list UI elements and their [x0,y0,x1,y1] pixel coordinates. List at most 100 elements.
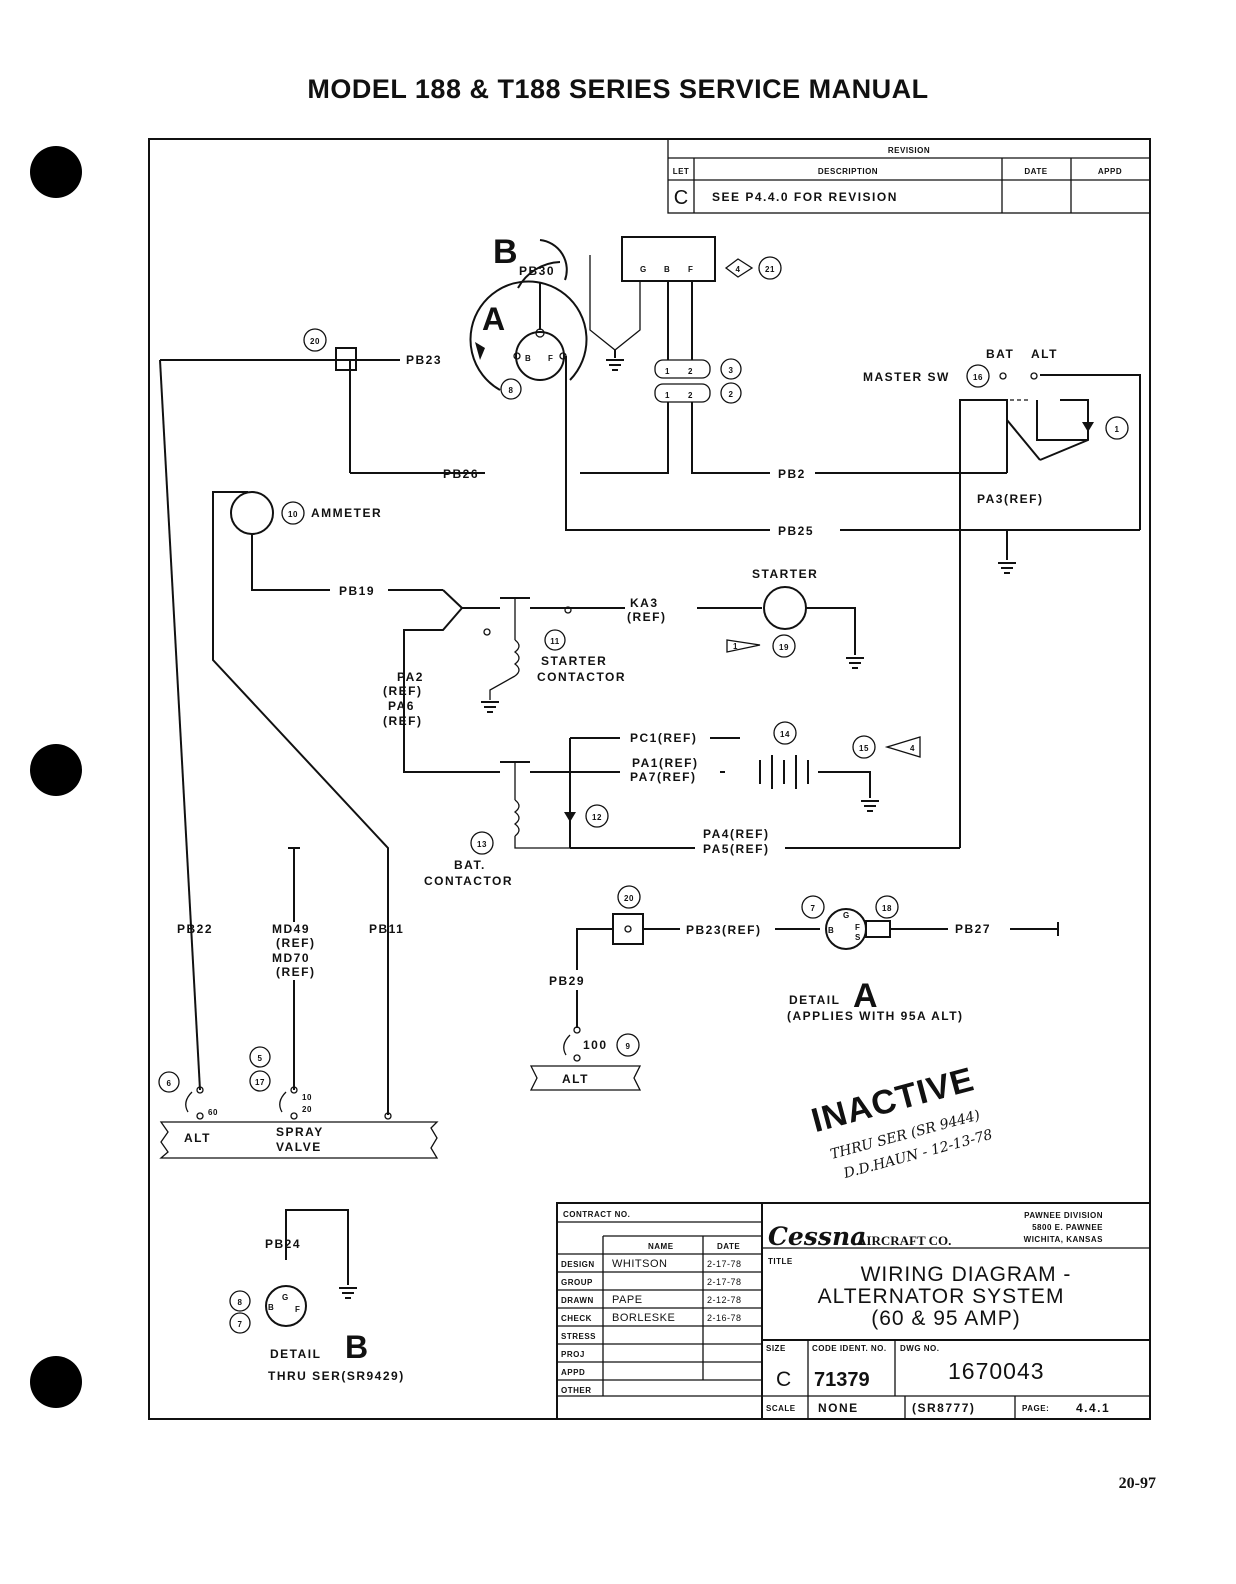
revision-col-let: LET [673,167,690,176]
title-block-date: 2-17-78 [707,1277,742,1287]
detail-a-letter: A [853,977,878,1015]
wire-pb29: PB29 [549,974,585,988]
callout-13 [470,831,494,855]
wire-md70-ref: (REF) [276,965,316,979]
svg-text:21: 21 [765,265,775,274]
punch-hole [30,744,82,796]
dwg-value: 1670043 [948,1358,1045,1384]
svg-text:B: B [828,926,834,935]
svg-text:7: 7 [811,904,816,913]
callout-14 [773,721,797,745]
wire-pb22: PB22 [177,922,213,936]
panel-spray-label-1: SPRAY [276,1125,324,1139]
title-block-role: DESIGN [561,1260,595,1269]
svg-text:1: 1 [665,391,670,400]
svg-text:20: 20 [624,894,634,903]
contract-no-label: CONTRACT NO. [563,1210,630,1219]
callout-17 [249,1070,271,1092]
svg-text:B: B [525,354,531,363]
title-block [556,1202,1151,1420]
division-3: WICHITA, KANSAS [1024,1235,1104,1244]
svg-text:F: F [548,354,553,363]
title-block-role: APPD [561,1368,585,1377]
revision-heading: REVISION [888,146,930,155]
callout-1 [1105,416,1129,440]
svg-text:F: F [295,1305,300,1314]
revision-letter: C [674,187,688,209]
drawing-title-3: (60 & 95 AMP) [871,1307,1021,1330]
wire-pa1: PA1(REF) [632,756,698,770]
code-label: CODE IDENT. NO. [812,1344,887,1353]
breaker-10-value: 10 [302,1093,312,1102]
code-value: 71379 [814,1369,870,1391]
wire-pa5: PA5(REF) [703,842,769,856]
wire-md49-ref: (REF) [276,936,316,950]
svg-text:2: 2 [688,367,693,376]
svg-text:10: 10 [288,510,298,519]
detail-b-label: DETAIL [270,1347,321,1361]
svg-text:B: B [664,265,670,274]
master-sw-alt: ALT [1031,347,1058,361]
inactive-stamp: INACTIVE THRU SER (SR 9444) D.D.HAUN - 1… [808,1060,995,1182]
dwg-label: DWG NO. [900,1344,940,1353]
svg-text:16: 16 [973,373,983,382]
master-sw-label: MASTER SW [863,370,950,384]
title-block-date: 2-17-78 [707,1259,742,1269]
svg-text:S: S [855,933,861,942]
wire-pb30: PB30 [519,264,555,278]
svg-text:17: 17 [255,1078,265,1087]
callout-12 [585,804,609,828]
starter-contactor-label-1: STARTER [541,654,607,668]
breaker-alt-value: 100 [583,1038,608,1052]
svg-text:19: 19 [779,643,789,652]
svg-text:12: 12 [592,813,602,822]
scale-label: SCALE [766,1404,796,1413]
drawing-title-2: ALTERNATOR SYSTEM [818,1285,1065,1308]
detail-a-marker: A [482,301,505,337]
title-block-date: 2-12-78 [707,1295,742,1305]
page-title: MODEL 188 & T188 SERIES SERVICE MANUAL [307,74,929,104]
bat-contactor-label-2: CONTACTOR [424,874,513,888]
title-block-role: PROJ [561,1350,585,1359]
svg-text:3: 3 [729,366,734,375]
col-date: DATE [717,1242,740,1251]
svg-text:2: 2 [688,391,693,400]
detail-a-note: (APPLIES WITH 95A ALT) [787,1009,964,1023]
svg-text:14: 14 [780,730,790,739]
company-logo: Cessna [768,1222,866,1251]
title-block-role: GROUP [561,1278,593,1287]
callout-8 [500,378,522,400]
callout-9 [616,1033,640,1057]
panel-spray-label-2: VALVE [276,1140,322,1154]
master-sw-bat: BAT [986,347,1014,361]
callout-4 [724,258,754,278]
detail-b-marker: B [493,233,518,271]
svg-text:1: 1 [665,367,670,376]
callout-6 [158,1071,180,1093]
title-block-role: CHECK [561,1314,592,1323]
revision-col-date: DATE [1024,167,1047,176]
title-block-role: STRESS [561,1332,596,1341]
callout-15 [852,735,876,759]
company-suffix: AIRCRAFT CO. [857,1233,951,1248]
starter-contactor-label-2: CONTACTOR [537,670,626,684]
svg-text:1: 1 [1115,425,1120,434]
svg-text:18: 18 [882,904,892,913]
wire-pb24: PB24 [265,1237,301,1251]
division-2: 5800 E. PAWNEE [1032,1223,1103,1232]
detail-b-letter: B [345,1329,368,1365]
voltage-regulator: G B F [621,236,716,282]
svg-text:8: 8 [238,1298,243,1307]
size-label: SIZE [766,1344,786,1353]
wire-pb2: PB2 [778,467,806,481]
page-value: 4.4.1 [1076,1401,1110,1415]
alternator-detail-a: B G F S [825,908,867,950]
svg-text:B: B [268,1303,274,1312]
svg-text:15: 15 [859,744,869,753]
wire-pb27: PB27 [955,922,991,936]
alternator-detail-b [265,1285,307,1327]
wire-ka3: KA3 [630,596,659,610]
callout-18 [875,895,899,919]
svg-text:6: 6 [167,1079,172,1088]
